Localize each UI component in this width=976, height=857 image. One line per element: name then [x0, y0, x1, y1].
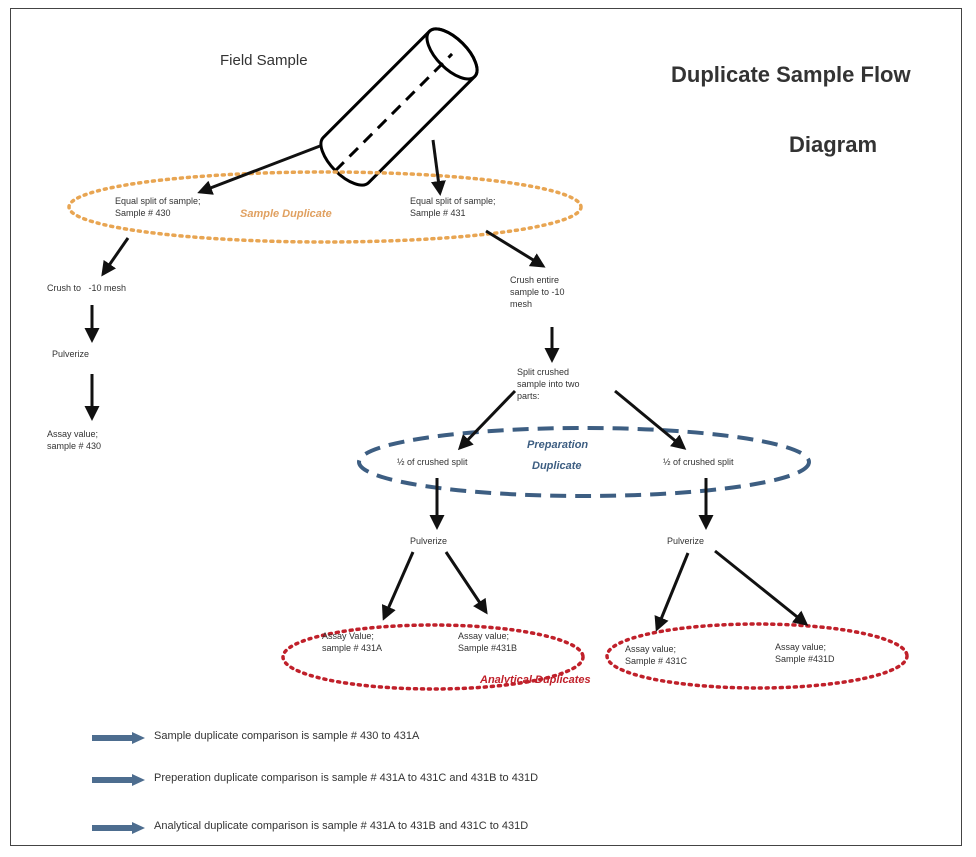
preparation-duplicate-label-line2: Duplicate — [532, 460, 582, 472]
legend-arrow-1 — [92, 732, 145, 744]
node-assay-431c: Assay value; Sample # 431C — [625, 644, 688, 666]
node-crush-right: Crush entire sample to -10 mesh — [510, 275, 565, 309]
legend-arrow-2 — [92, 774, 145, 786]
node-pulverize-left: Pulverize — [52, 349, 90, 359]
arrow-field-to-431 — [430, 139, 446, 196]
legend-item-preparation-duplicate: Preperation duplicate comparison is samp… — [154, 772, 539, 784]
arrow-430-to-crush — [101, 237, 130, 277]
diagram-title-line2: Diagram — [789, 132, 878, 157]
diagram-title-line1: Duplicate Sample Flow — [671, 62, 911, 87]
arrow-split-to-half-right — [614, 389, 687, 450]
node-assay-431a: Assay Value; sample # 431A — [322, 631, 383, 653]
analytical-duplicate-ellipse-left — [281, 623, 585, 691]
node-split-431: Equal split of sample; Sample # 431 — [410, 196, 496, 218]
arrow-pulverize-to-431c — [654, 552, 690, 632]
arrow-field-to-430 — [197, 144, 321, 195]
sample-duplicate-ellipse — [67, 170, 583, 244]
field-sample-label: Field Sample — [220, 52, 308, 69]
analytical-duplicates-label: Analytical Duplicates — [480, 674, 591, 686]
node-assay-430: Assay value; sample # 430 — [47, 429, 102, 451]
node-crush-left: Crush to -10 mesh — [47, 283, 127, 293]
arrow-pulverize-to-431b — [444, 551, 488, 615]
diagram-frame — [10, 8, 962, 846]
arrow-pulverize-to-431d — [714, 549, 809, 626]
node-assay-431d: Assay value; Sample #431D — [775, 642, 835, 664]
arrow-431-to-crush — [485, 229, 546, 268]
node-pulverize-mid-left: Pulverize — [410, 536, 448, 546]
preparation-duplicate-label-line1: Preparation — [527, 439, 589, 451]
legend-item-sample-duplicate: Sample duplicate comparison is sample # … — [154, 730, 420, 742]
legend-arrow-3 — [92, 822, 145, 834]
node-half-right: ½ of crushed split — [663, 457, 734, 467]
legend-item-analytical-duplicate: Analytical duplicate comparison is sampl… — [154, 820, 529, 832]
analytical-duplicate-ellipse-right — [605, 622, 909, 690]
arrow-split-to-half-left — [457, 389, 517, 451]
preparation-duplicate-ellipse — [357, 426, 811, 498]
node-split-crushed: Split crushed sample into two parts: — [517, 367, 580, 401]
arrow-pulverize-to-431a — [381, 551, 415, 621]
node-pulverize-mid-right: Pulverize — [667, 536, 705, 546]
field-sample-cylinder — [319, 27, 479, 187]
node-assay-431b: Assay value; Sample #431B — [458, 631, 518, 653]
node-half-left: ½ of crushed split — [397, 457, 468, 467]
node-split-430: Equal split of sample; Sample # 430 — [115, 196, 201, 218]
sample-duplicate-label: Sample Duplicate — [240, 208, 332, 220]
